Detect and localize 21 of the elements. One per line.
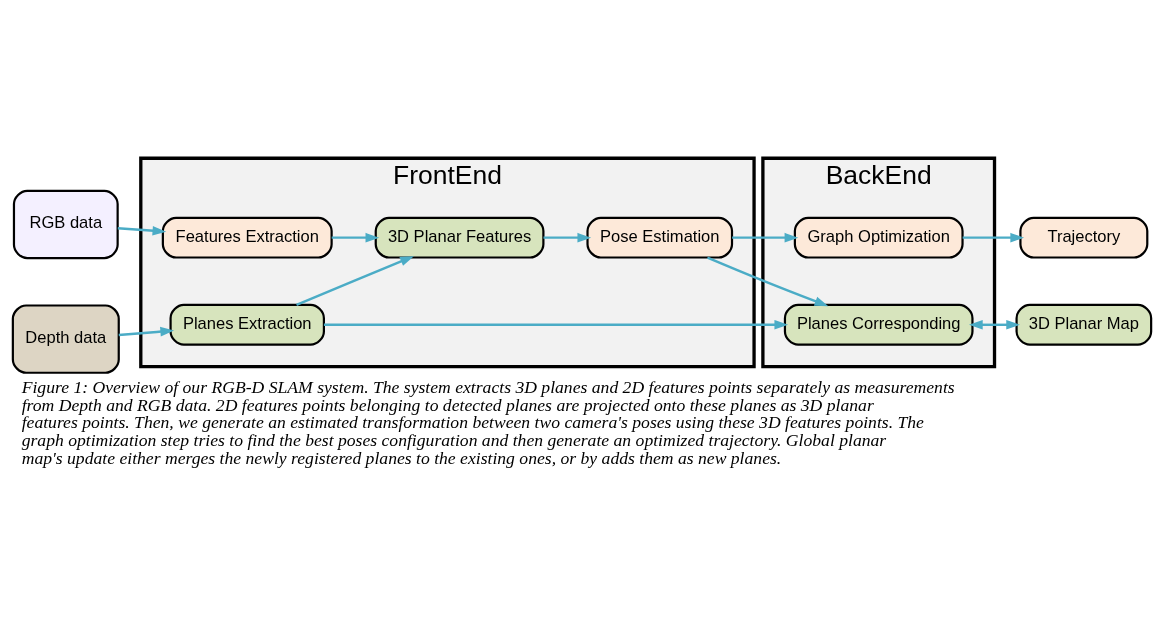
arrow (707, 256, 829, 307)
node-box: Pose Estimation (586, 216, 734, 259)
arrow (117, 225, 167, 236)
node-box: Features Extraction (161, 216, 333, 259)
caption: Figure 1: Overview of our RGB-D SLAM system. The system extracts 3D planes and 2D features points separately as measurements from Depth and RGB data. 2D features points belonging to detected planes are projected onto these planes as 3D planar features points. Then, we generate an estimated transformation between two camera's poses using these 3D features points. The graph optimization step tries to find the best poses configuration and then generate an optimized trajectory. Global planar map's update either merges the newly registered planes to the existing ones, or by adds them as new planes. (21, 376, 955, 468)
arrow (732, 232, 799, 243)
arrow (969, 320, 1020, 330)
node-box: Graph Optimization (793, 216, 964, 259)
node-box: Planes Extraction (169, 303, 325, 346)
arrow (543, 232, 592, 243)
node-box: RGB data (12, 189, 119, 260)
node-box: Depth data (11, 304, 120, 374)
node-box: Planes Corresponding (783, 303, 974, 346)
node-box: 3D Planar Map (1015, 303, 1153, 346)
arrow (323, 320, 789, 330)
arrow (962, 232, 1025, 243)
arrow (118, 326, 175, 337)
arrow (331, 232, 380, 243)
node-box: 3D Planar Features (374, 216, 545, 259)
node-box: Trajectory (1019, 216, 1149, 259)
arrow (296, 256, 414, 306)
